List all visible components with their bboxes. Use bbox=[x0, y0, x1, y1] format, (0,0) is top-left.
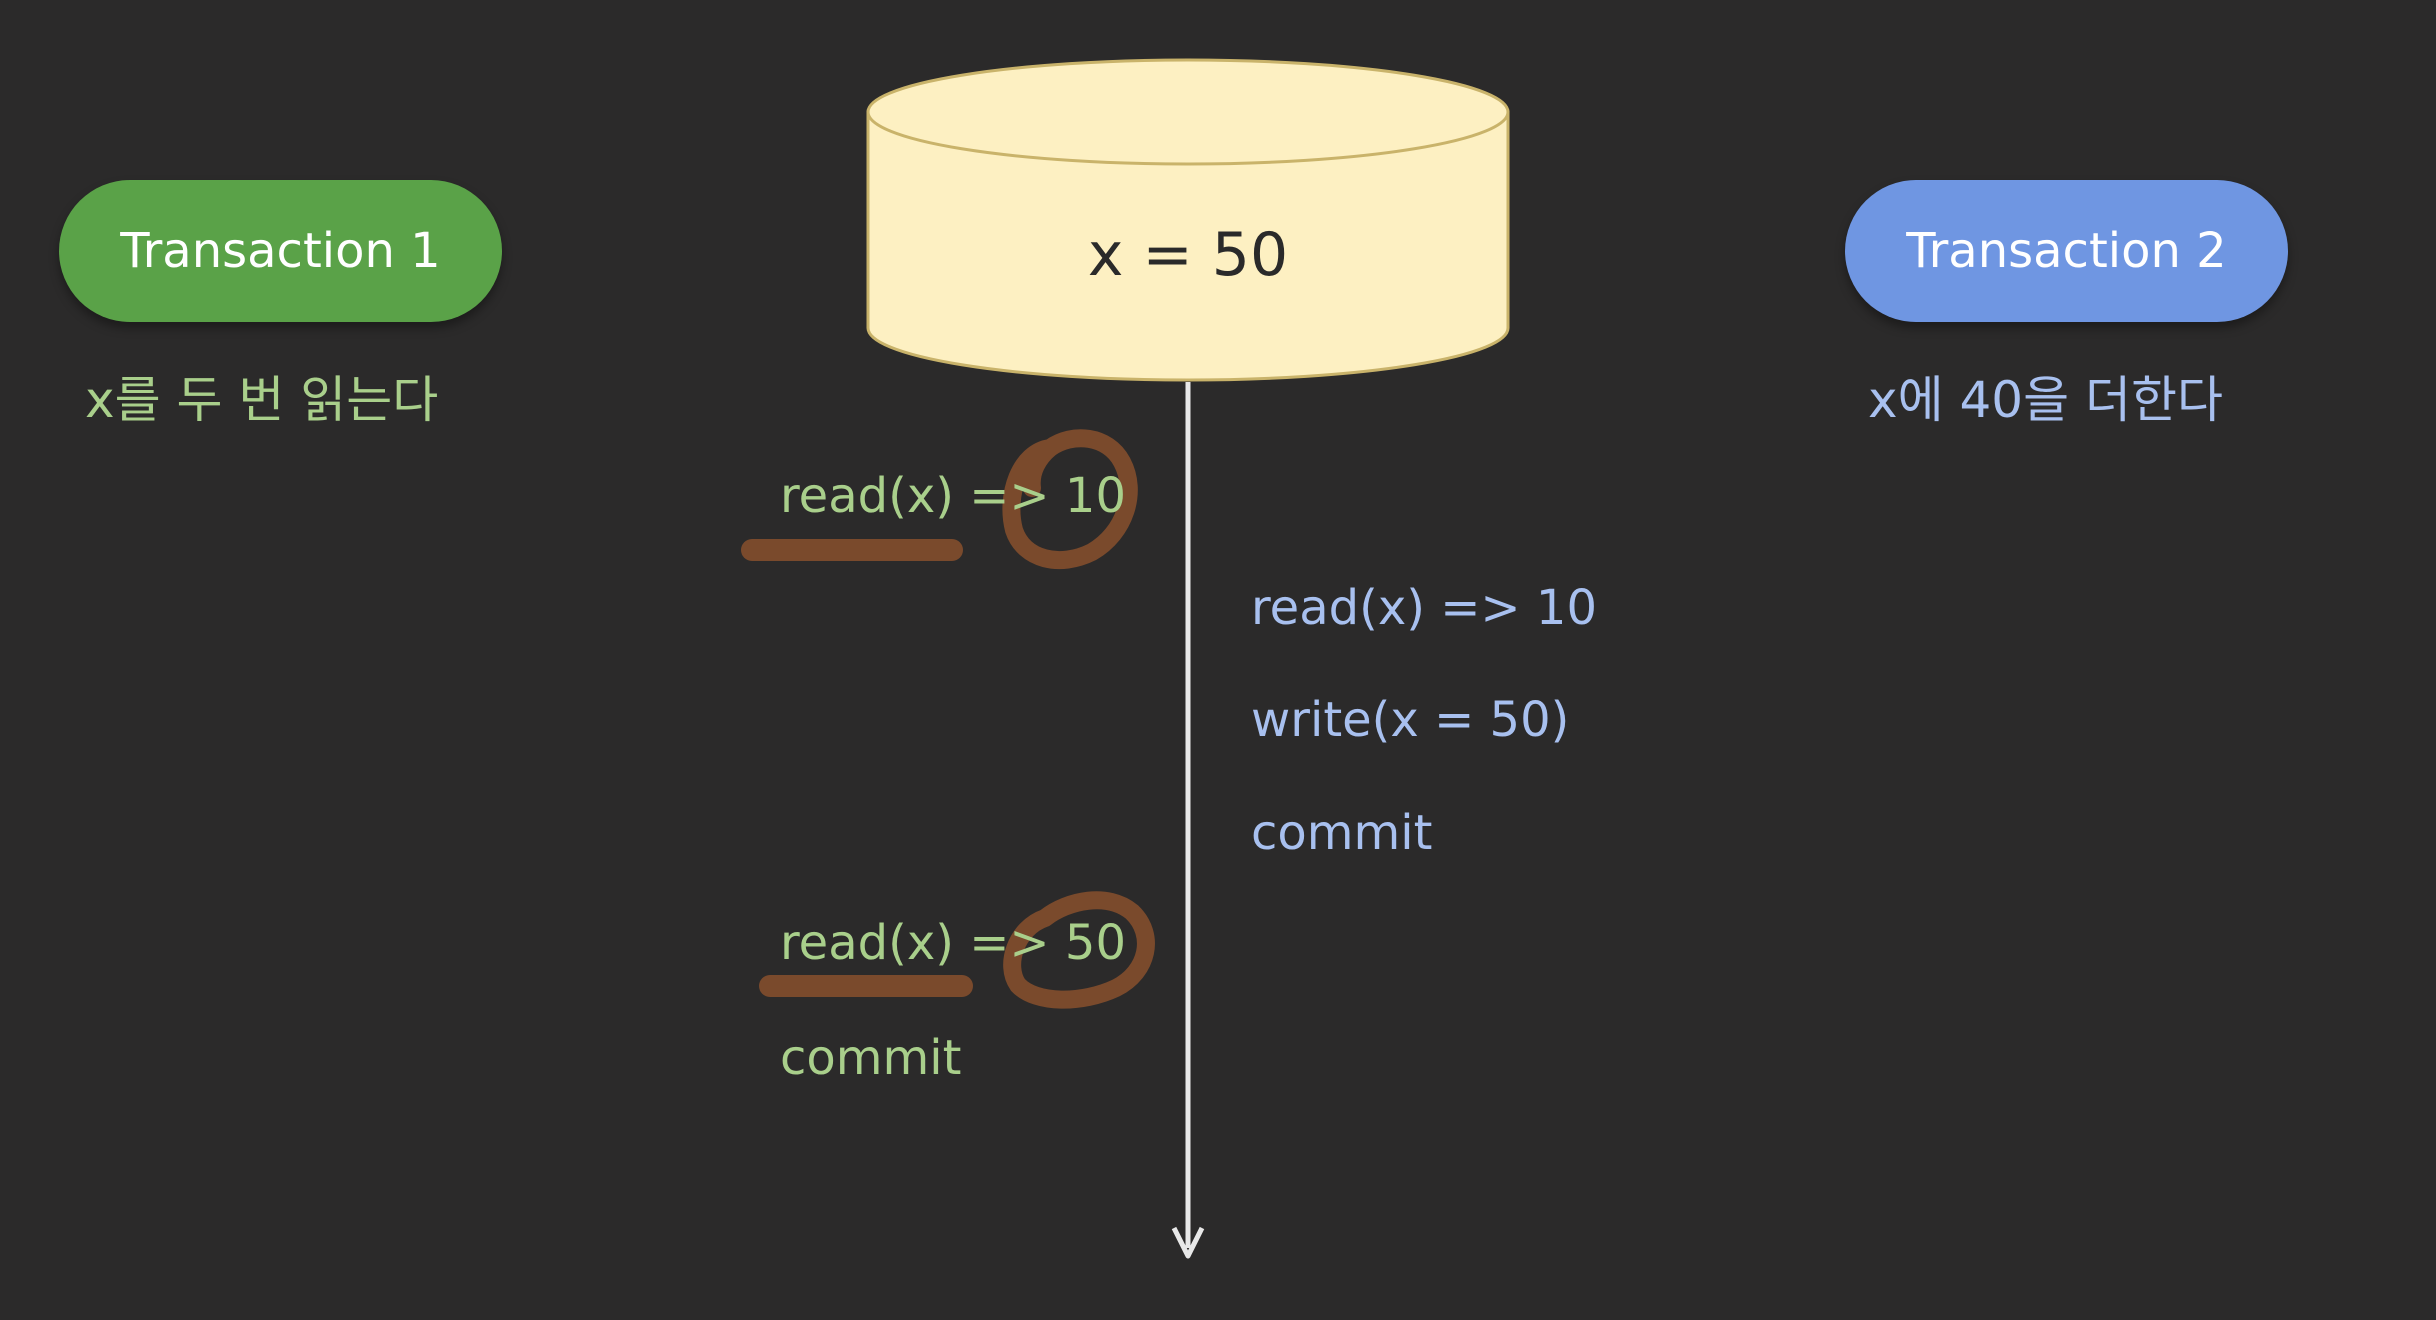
database-cylinder bbox=[866, 58, 1510, 382]
t2-op-write: write(x = 50) bbox=[1251, 692, 1570, 748]
transaction-1-badge: Transaction 1 bbox=[59, 180, 502, 322]
transaction-1-description: x를 두 번 읽는다 bbox=[85, 371, 439, 429]
t1-op-commit: commit bbox=[780, 1030, 962, 1086]
circle-mark-10 bbox=[1002, 429, 1138, 570]
t1-op-read-1: read(x) => 10 bbox=[780, 468, 1126, 524]
t2-op-read: read(x) => 10 bbox=[1251, 580, 1597, 636]
database-value: x = 50 bbox=[1087, 220, 1289, 290]
t1-op-read-2: read(x) => 50 bbox=[780, 915, 1126, 971]
transaction-2-label: Transaction 2 bbox=[1906, 223, 2227, 279]
timeline-arrowhead bbox=[1171, 1226, 1205, 1259]
transaction-2-badge: Transaction 2 bbox=[1845, 180, 2288, 322]
circle-mark-50 bbox=[1003, 891, 1155, 1009]
transaction-1-label: Transaction 1 bbox=[120, 223, 441, 279]
transaction-2-description: x에 40을 더한다 bbox=[1868, 371, 2223, 429]
t2-op-commit: commit bbox=[1251, 805, 1433, 861]
